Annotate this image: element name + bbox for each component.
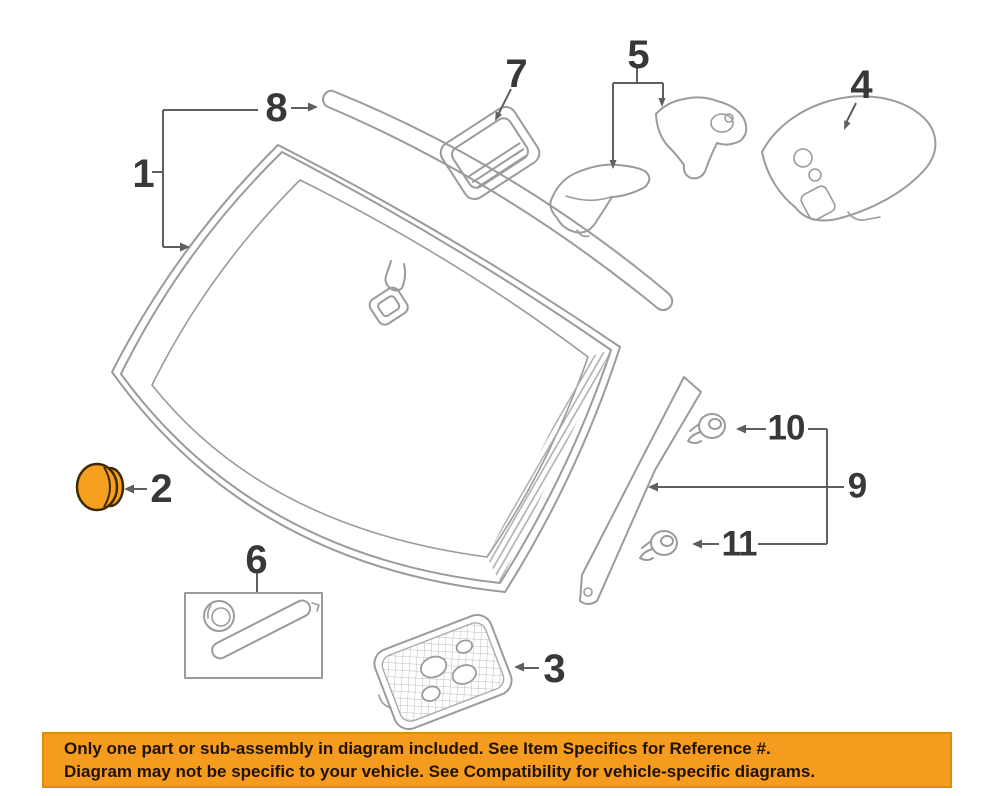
part-label-7: 7 — [505, 52, 527, 96]
disclaimer-line-1: Only one part or sub-assembly in diagram… — [64, 739, 771, 758]
highlighted-grommet — [75, 462, 125, 512]
upper-molding-drawing — [322, 89, 674, 312]
pillar-molding-drawing — [579, 376, 702, 605]
part-label-11: 11 — [721, 524, 758, 564]
part-label-5: 5 — [627, 33, 649, 77]
mirror-mount-bracket — [368, 260, 409, 326]
part-label-10: 10 — [767, 408, 806, 448]
part-label-8: 8 — [265, 86, 287, 130]
windshield-glass-drawing — [111, 144, 621, 593]
windshield-parts-line-art — [75, 66, 937, 731]
disclaimer-line-2: Diagram may not be specific to your vehi… — [64, 762, 816, 781]
clip-lower-drawing — [639, 530, 678, 561]
disclaimer-banner: Only one part or sub-assembly in diagram… — [42, 732, 952, 788]
sealant-kit-drawing — [184, 592, 323, 679]
part-label-2: 2 — [150, 467, 172, 511]
mirror-cover-left-drawing — [549, 163, 651, 238]
mirror-cover-right-drawing — [655, 96, 748, 180]
clip-upper-drawing — [687, 413, 726, 444]
spacer-pad-drawing — [373, 613, 513, 731]
part-label-6: 6 — [245, 538, 267, 582]
part-label-3: 3 — [543, 647, 565, 691]
callout-arrowheads — [124, 98, 851, 672]
part-label-9: 9 — [847, 466, 867, 506]
part-label-1: 1 — [132, 152, 154, 196]
glass-edge-hatching — [487, 350, 611, 583]
callout-leader-lines — [133, 66, 857, 669]
rain-sensor-drawing — [439, 105, 541, 201]
rearview-mirror-drawing — [761, 95, 937, 222]
part-label-4: 4 — [850, 63, 872, 107]
